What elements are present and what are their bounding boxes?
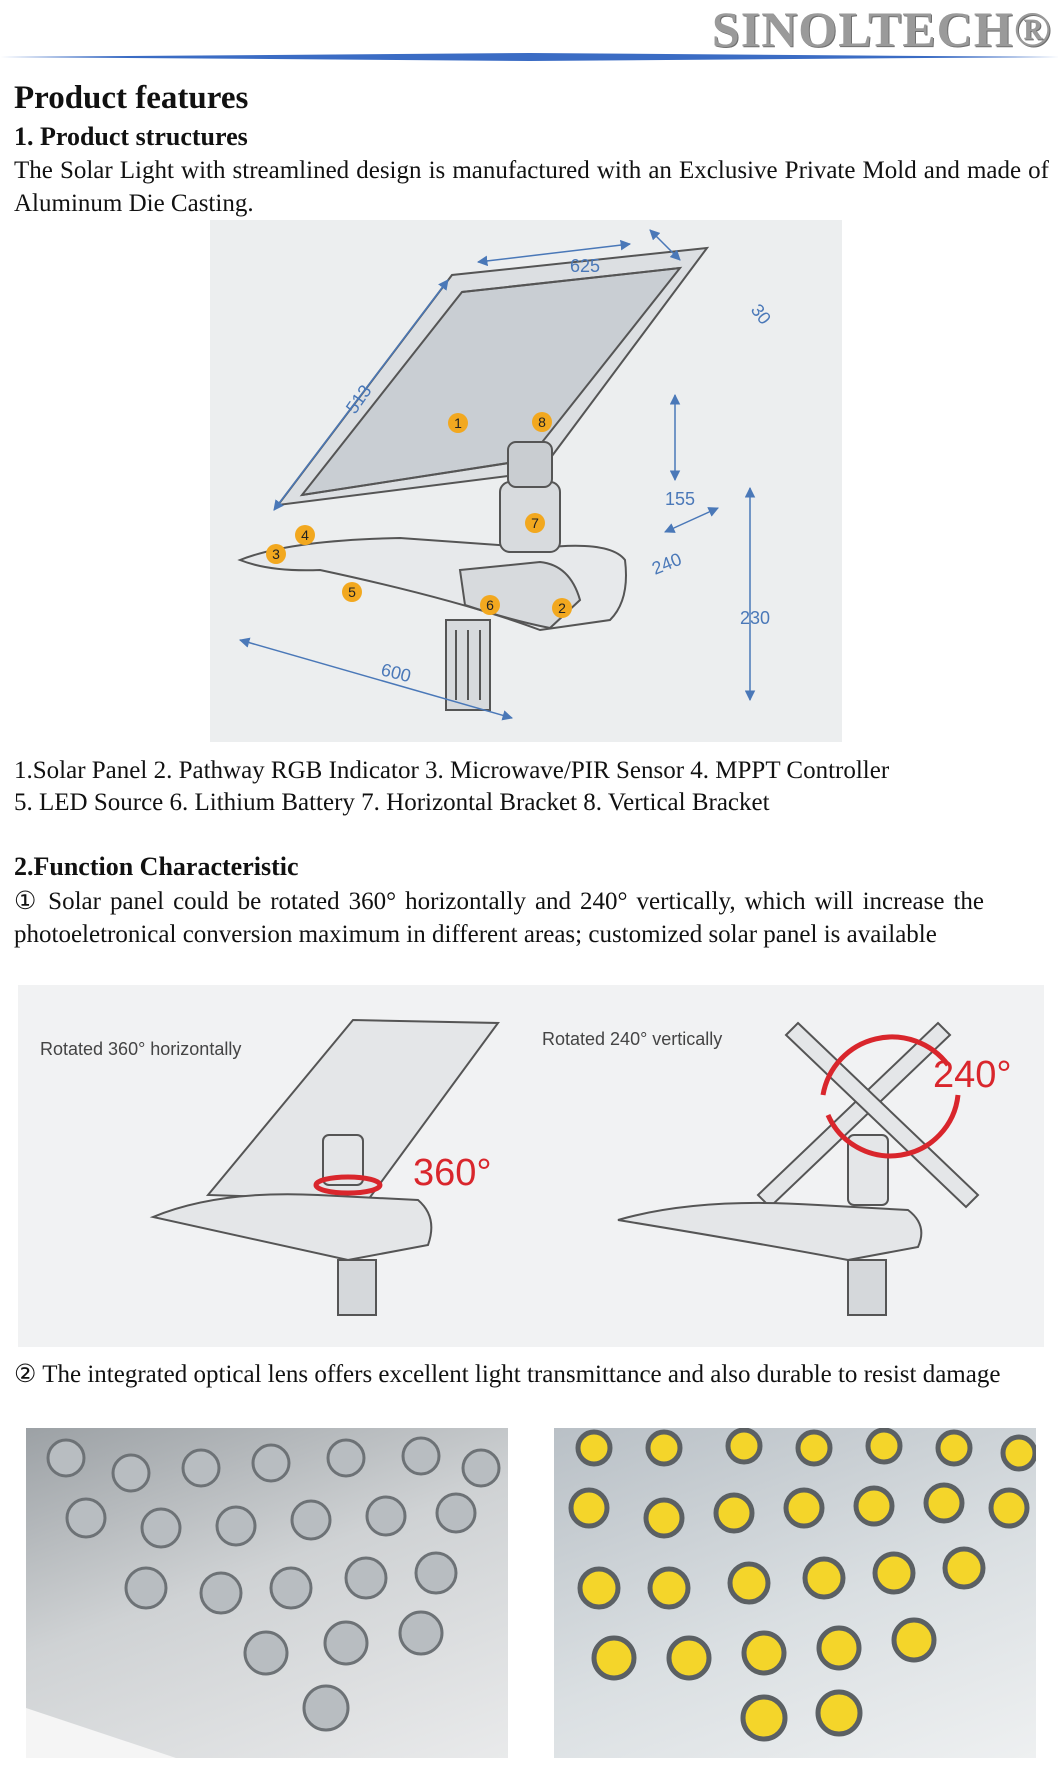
- rotation-240-caption: Rotated 240° vertically: [542, 1029, 722, 1049]
- dim-length: 600: [379, 659, 413, 686]
- lens-photo-off: [26, 1428, 508, 1758]
- callout-5: 5: [348, 584, 356, 600]
- dim-width-top: 625: [570, 256, 600, 276]
- callout-7: 7: [531, 515, 539, 531]
- callout-6: 6: [486, 597, 494, 613]
- callout-2: 2: [558, 600, 566, 616]
- dim-depth: 240: [649, 549, 684, 579]
- dim-height-mid: 155: [665, 489, 695, 509]
- header-rule: [0, 52, 1060, 62]
- parts-list-line2: 5. LED Source 6. Lithium Battery 7. Hori…: [14, 789, 770, 816]
- rotation-figure: Rotated 360° horizontally 360° Rotated 2…: [18, 985, 1044, 1347]
- callout-8: 8: [538, 414, 546, 430]
- callout-4: 4: [301, 527, 309, 543]
- lens-photo-off-svg: [26, 1436, 501, 1758]
- callout-1: 1: [454, 415, 462, 431]
- solar-panel: [275, 246, 710, 507]
- dim-height: 230: [740, 608, 770, 628]
- callout-3: 3: [272, 546, 280, 562]
- rotation-360-caption: Rotated 360° horizontally: [40, 1039, 241, 1059]
- function-point-1: ① Solar panel could be rotated 360° hori…: [14, 888, 984, 948]
- page-title: Product features: [14, 80, 249, 116]
- structure-diagram: 625 30 513 155 240 230 600 1 2 3 4 5 6 7…: [210, 220, 842, 742]
- section1-title: 1. Product structures: [14, 122, 248, 151]
- parts-list-line1: 1.Solar Panel 2. Pathway RGB Indicator 3…: [14, 757, 890, 784]
- rotation-figure-svg: Rotated 360° horizontally 360° Rotated 2…: [40, 1018, 1012, 1316]
- rotation-360-value: 360°: [413, 1152, 492, 1194]
- brand-logo: SINOLTECH®: [711, 1, 1052, 57]
- lens-photo-on: [554, 1428, 1036, 1758]
- section1-intro: The Solar Light with streamlined design …: [14, 157, 1049, 217]
- rotation-240-value: 240°: [933, 1054, 1012, 1096]
- structure-diagram-svg: 625 30 513 155 240 230 600 1 2 3 4 5 6 7…: [237, 229, 775, 721]
- function-point-2: ② The integrated optical lens offers exc…: [14, 1361, 1001, 1388]
- lens-photo-on-svg: [568, 1428, 1036, 1742]
- section2-title: 2.Function Characteristic: [14, 852, 299, 881]
- dim-thickness: 30: [747, 300, 775, 328]
